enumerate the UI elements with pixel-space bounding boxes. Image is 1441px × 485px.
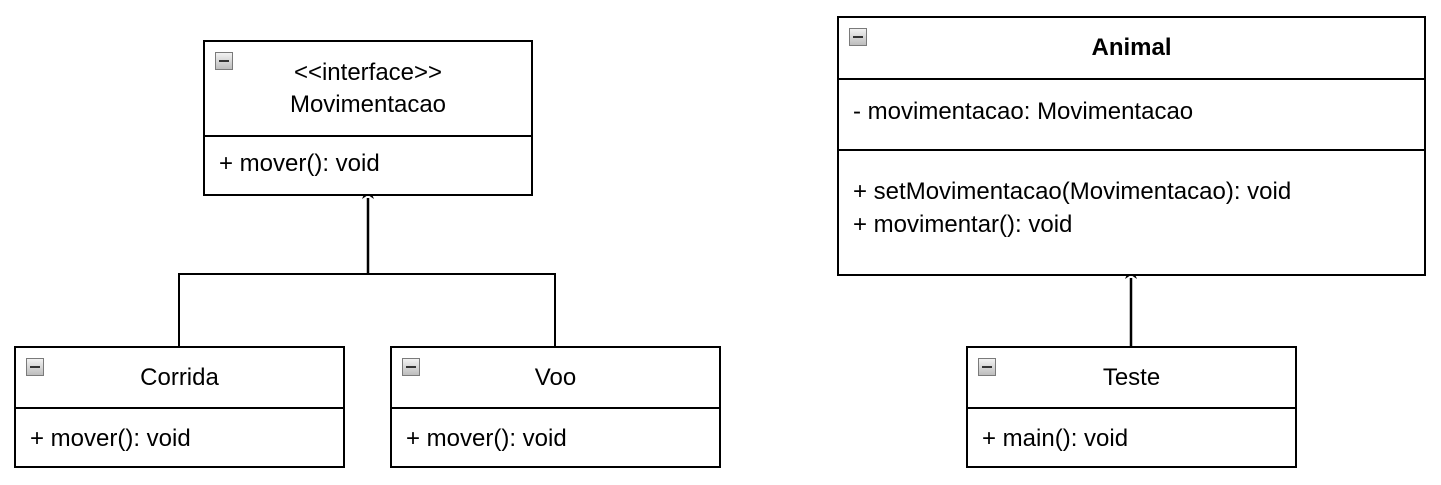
method-item: + mover(): void [406, 425, 567, 452]
class-name: Teste [1102, 363, 1161, 391]
method-item: + main(): void [982, 425, 1129, 452]
class-name: Animal [1091, 34, 1172, 61]
method-item: + movimentar(): void [853, 211, 1073, 238]
voo-to-interface-edge [368, 273, 556, 346]
class-name: Movimentacao [289, 90, 447, 118]
class-methods: + setMovimentacao(Movimentacao): void + … [839, 151, 1424, 241]
class-methods: + mover(): void [16, 409, 343, 455]
class-methods: + mover(): void [392, 409, 719, 455]
method-item: + mover(): void [30, 425, 191, 452]
class-movimentacao[interactable]: <<interface>> Movimentacao + mover(): vo… [203, 40, 533, 196]
class-stereotype: <<interface>> [293, 58, 443, 86]
method-item: + setMovimentacao(Movimentacao): void [853, 178, 1292, 205]
class-voo[interactable]: Voo + mover(): void [390, 346, 721, 468]
method-item: + mover(): void [219, 150, 380, 177]
collapse-icon[interactable] [402, 358, 420, 376]
class-attributes: - movimentacao: Movimentacao [839, 80, 1424, 151]
class-animal[interactable]: Animal - movimentacao: Movimentacao + se… [837, 16, 1426, 276]
collapse-icon[interactable] [849, 28, 867, 46]
corrida-to-interface-edge [178, 273, 368, 346]
class-name: Corrida [140, 363, 219, 391]
class-methods: + main(): void [968, 409, 1295, 455]
class-corrida[interactable]: Corrida + mover(): void [14, 346, 345, 468]
collapse-icon[interactable] [215, 52, 233, 70]
class-header: Corrida [16, 348, 343, 409]
collapse-icon[interactable] [978, 358, 996, 376]
class-name: Voo [534, 363, 577, 391]
class-header: Animal [839, 18, 1424, 80]
class-header: Teste [968, 348, 1295, 409]
class-methods: + mover(): void [205, 137, 531, 180]
class-teste[interactable]: Teste + main(): void [966, 346, 1297, 468]
class-header: <<interface>> Movimentacao [205, 42, 531, 137]
collapse-icon[interactable] [26, 358, 44, 376]
class-header: Voo [392, 348, 719, 409]
attribute-item: - movimentacao: Movimentacao [853, 98, 1194, 125]
